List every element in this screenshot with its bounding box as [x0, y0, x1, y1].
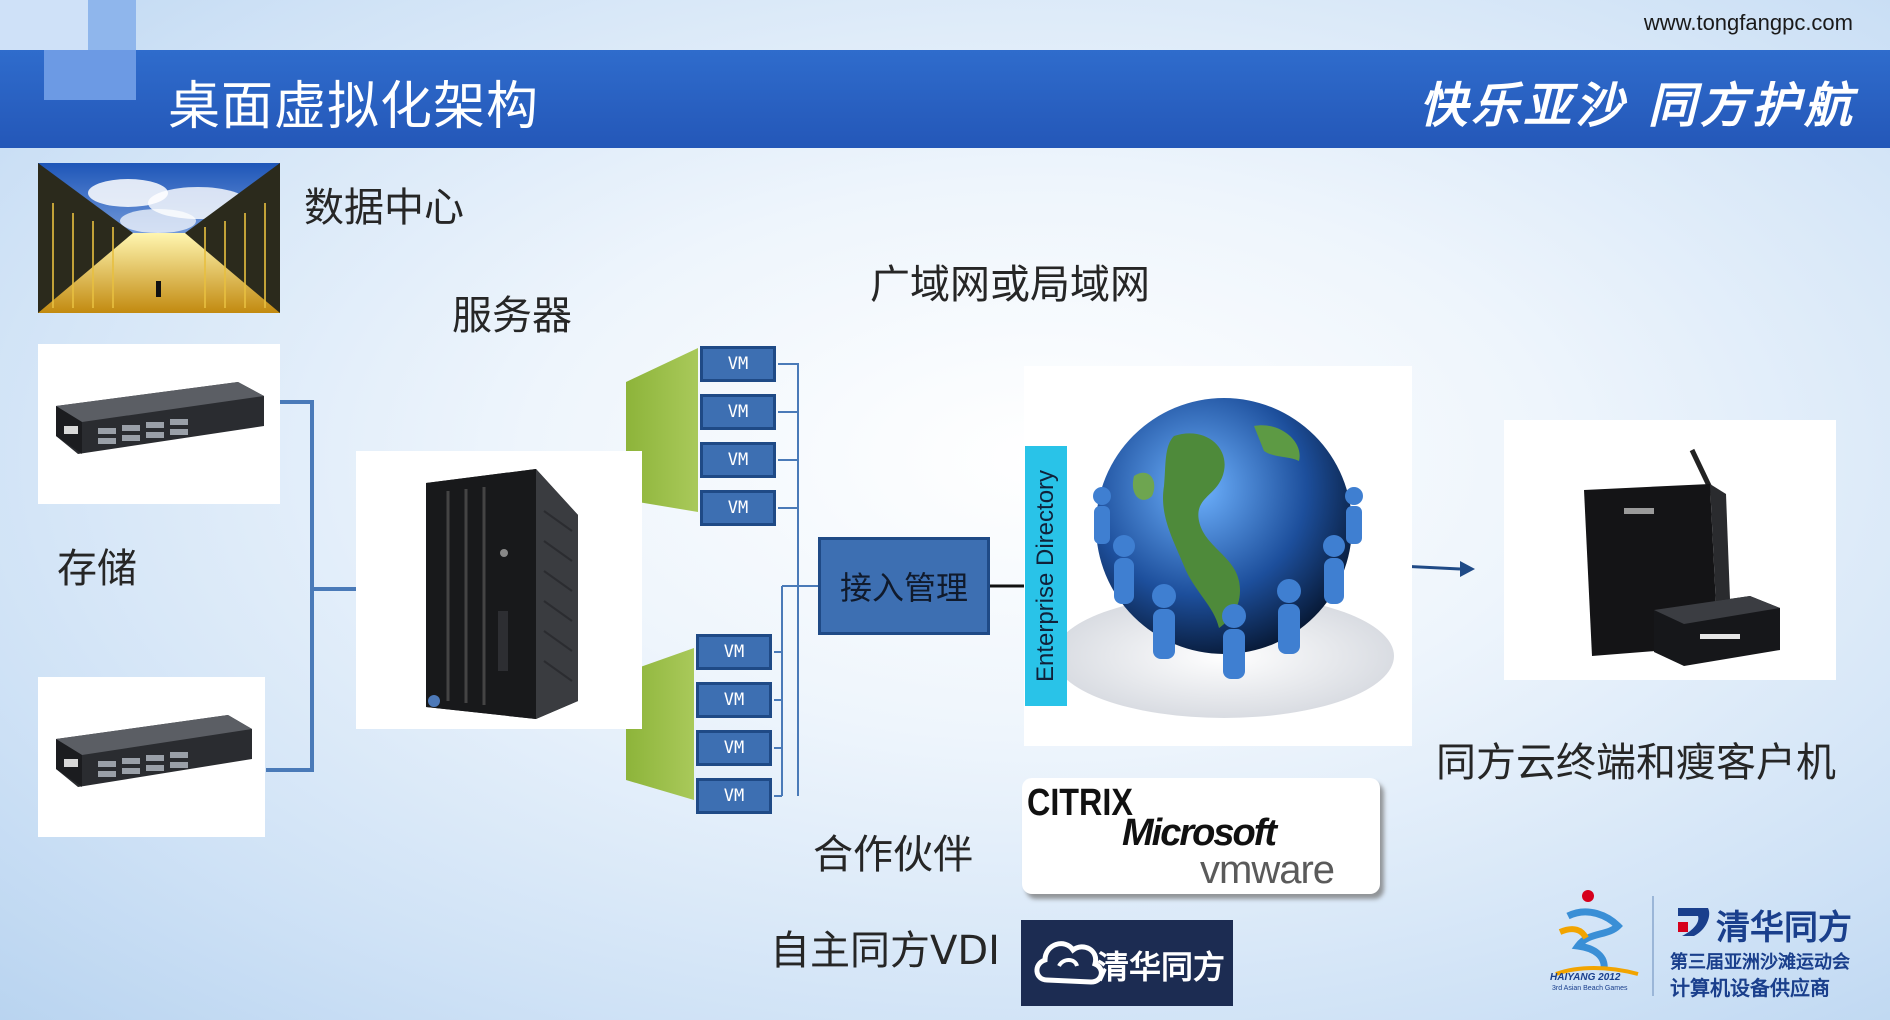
- enterprise-directory-label: Enterprise Directory: [1032, 469, 1059, 683]
- footer-line-2: 计算机设备供应商: [1670, 976, 1830, 1000]
- green-wedge-top: [626, 348, 698, 512]
- partner-logos-panel: CITRIX Microsoft vmware: [1022, 778, 1380, 894]
- games-logo-subtext: 3rd Asian Beach Games: [1552, 985, 1628, 992]
- footer-line-1: 第三届亚洲沙滩运动会: [1670, 952, 1850, 973]
- asian-beach-games-logo: [1555, 890, 1639, 976]
- vmware-logo: vmware: [1200, 848, 1335, 892]
- globe-network-image: [1024, 366, 1412, 746]
- storage-device-image-bottom: [38, 677, 265, 837]
- cloud-icon: [1034, 941, 1104, 985]
- tongfang-brand-icon: [1678, 908, 1710, 936]
- green-wedge-bottom: [626, 648, 694, 800]
- title-banner: [0, 50, 1890, 148]
- datacenter-image: [38, 163, 280, 313]
- access-management-box: 接入管理: [818, 537, 990, 635]
- slogan: 快乐亚沙 同方护航: [1419, 78, 1856, 134]
- footer-divider: [1652, 896, 1654, 996]
- footer-brand-name: 清华同方: [1716, 908, 1852, 948]
- server-label: 服务器: [452, 293, 572, 339]
- vm-box: VM: [700, 442, 776, 478]
- banner-accent: [44, 50, 136, 100]
- storage-label: 存储: [57, 546, 137, 592]
- games-logo-text: HAIYANG 2012: [1550, 972, 1621, 983]
- vm-box: VM: [696, 682, 772, 718]
- thin-client-image: [1504, 420, 1836, 680]
- server-tower-image: [356, 451, 642, 729]
- vdi-logo-text: 清华同方: [1097, 948, 1226, 986]
- storage-device-image-top: [38, 344, 280, 504]
- vm-box: VM: [700, 394, 776, 430]
- own-vdi-label: 自主同方VDI: [770, 928, 1000, 974]
- vm-box: VM: [700, 346, 776, 382]
- vm-box: VM: [696, 730, 772, 766]
- partners-label: 合作伙伴: [813, 832, 973, 878]
- vm-box: VM: [696, 778, 772, 814]
- vm-box: VM: [696, 634, 772, 670]
- page-title: 桌面虚拟化架构: [168, 77, 540, 137]
- network-label: 广域网或局域网: [870, 262, 1150, 308]
- enterprise-directory-bar: [1025, 446, 1067, 706]
- microsoft-logo: Microsoft: [1122, 812, 1277, 854]
- datacenter-label: 数据中心: [304, 185, 464, 231]
- thin-client-label: 同方云终端和瘦客户机: [1436, 740, 1836, 786]
- vm-box: VM: [700, 490, 776, 526]
- tongfang-vdi-logo-box: 清华同方: [1021, 920, 1233, 1006]
- citrix-logo: CITRIX: [1027, 782, 1133, 824]
- website-url[interactable]: www.tongfangpc.com: [1643, 10, 1853, 35]
